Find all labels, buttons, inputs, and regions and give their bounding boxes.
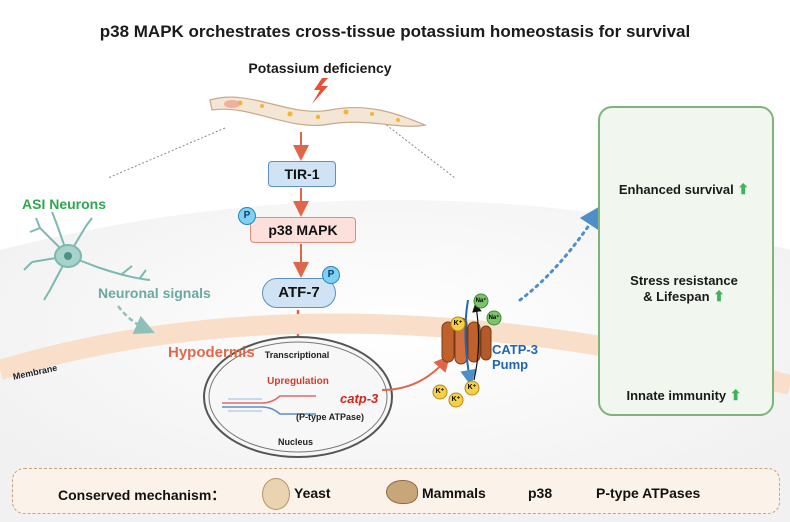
yeast-icon <box>262 478 290 510</box>
upregulation-label: Upregulation <box>267 376 329 387</box>
neuronal-signals-label: Neuronal signals <box>98 285 211 301</box>
up-arrow-icon: ⬆ <box>713 288 725 304</box>
outcomes-panel <box>598 106 774 416</box>
ion-na-label-1: Na⁺ <box>475 298 487 304</box>
yeast-label: Yeast <box>294 485 331 501</box>
phospho-badge-p38: P <box>238 207 256 225</box>
outcome-stress-line2: & Lifespan ⬆ <box>598 288 770 305</box>
ion-na-2 <box>486 310 502 326</box>
up-arrow-icon: ⬆ <box>737 181 750 197</box>
outcome-survival-text: Enhanced survival <box>618 182 734 197</box>
mouse-icon <box>386 480 418 504</box>
ion-k-3 <box>448 392 464 408</box>
nucleus-label: Nucleus <box>278 437 314 447</box>
pump-label-line2: Pump <box>492 357 529 372</box>
outcome-immunity: Innate immunity ⬆ <box>598 387 770 404</box>
ion-k-2 <box>432 384 448 400</box>
phospho-badge-atf7: P <box>322 266 340 284</box>
outcome-immunity-text: Innate immunity <box>626 388 727 403</box>
worm-illustration <box>209 96 428 127</box>
ion-na-1 <box>473 293 489 309</box>
atf7-box: ATF-7 <box>262 278 336 308</box>
ion-k-label-1: K⁺ <box>453 320 463 327</box>
ion-k-label-2: K⁺ <box>435 388 445 395</box>
nucleus-inner <box>208 341 388 453</box>
zoom-line-right <box>379 119 456 179</box>
cell-background <box>0 200 790 522</box>
arrow-pump-outcomes <box>518 204 603 302</box>
ion-k-label-4: K⁺ <box>467 384 477 391</box>
dna-strand <box>222 395 316 415</box>
ptype-atpase-label: (P-type ATPase) <box>296 412 365 422</box>
ion-na-label-2: Na⁺ <box>488 315 500 321</box>
tir1-box: TIR-1 <box>268 161 336 187</box>
outcome-stress: Stress resistance & Lifespan ⬆ <box>598 273 770 305</box>
lightning-icon <box>312 78 328 104</box>
p38-box: p38 MAPK <box>250 217 356 243</box>
stimulus-label: Potassium deficiency <box>248 60 392 76</box>
ion-k-4 <box>464 380 480 396</box>
ptype-atpases-label: P-type ATPases <box>596 485 701 501</box>
neuronal-signal-arrow <box>117 305 155 335</box>
neuron-illustration <box>23 211 151 301</box>
up-arrow-icon: ⬆ <box>729 387 742 403</box>
catp3-pump-label: CATP-3 Pump <box>492 342 564 372</box>
nucleus-membrane <box>203 336 393 458</box>
asi-neurons-label: ASI Neurons <box>22 196 107 212</box>
zoom-line-left <box>107 127 226 179</box>
hypodermis-label: Hypodermis <box>168 344 255 361</box>
diagram-title: p38 MAPK orchestrates cross-tissue potas… <box>99 22 691 41</box>
catp3-gene-label: catp-3 <box>340 391 379 406</box>
outcome-stress-line1: Stress resistance <box>630 273 738 288</box>
pump-label-line1: CATP-3 <box>492 342 538 357</box>
transcriptional-label: Transcriptional <box>264 350 330 360</box>
mammals-label: Mammals <box>422 485 486 501</box>
conserved-label: Conserved mechanism： <box>58 487 226 503</box>
outcome-survival: Enhanced survival ⬆ <box>598 181 770 198</box>
arrow-catp3-pump <box>381 355 450 391</box>
outcome-stress-line2-text: & Lifespan <box>643 289 710 304</box>
ion-k-label-3: K⁺ <box>451 396 461 403</box>
p38-bottom-label: p38 <box>528 485 553 501</box>
ion-k-1 <box>450 316 466 332</box>
